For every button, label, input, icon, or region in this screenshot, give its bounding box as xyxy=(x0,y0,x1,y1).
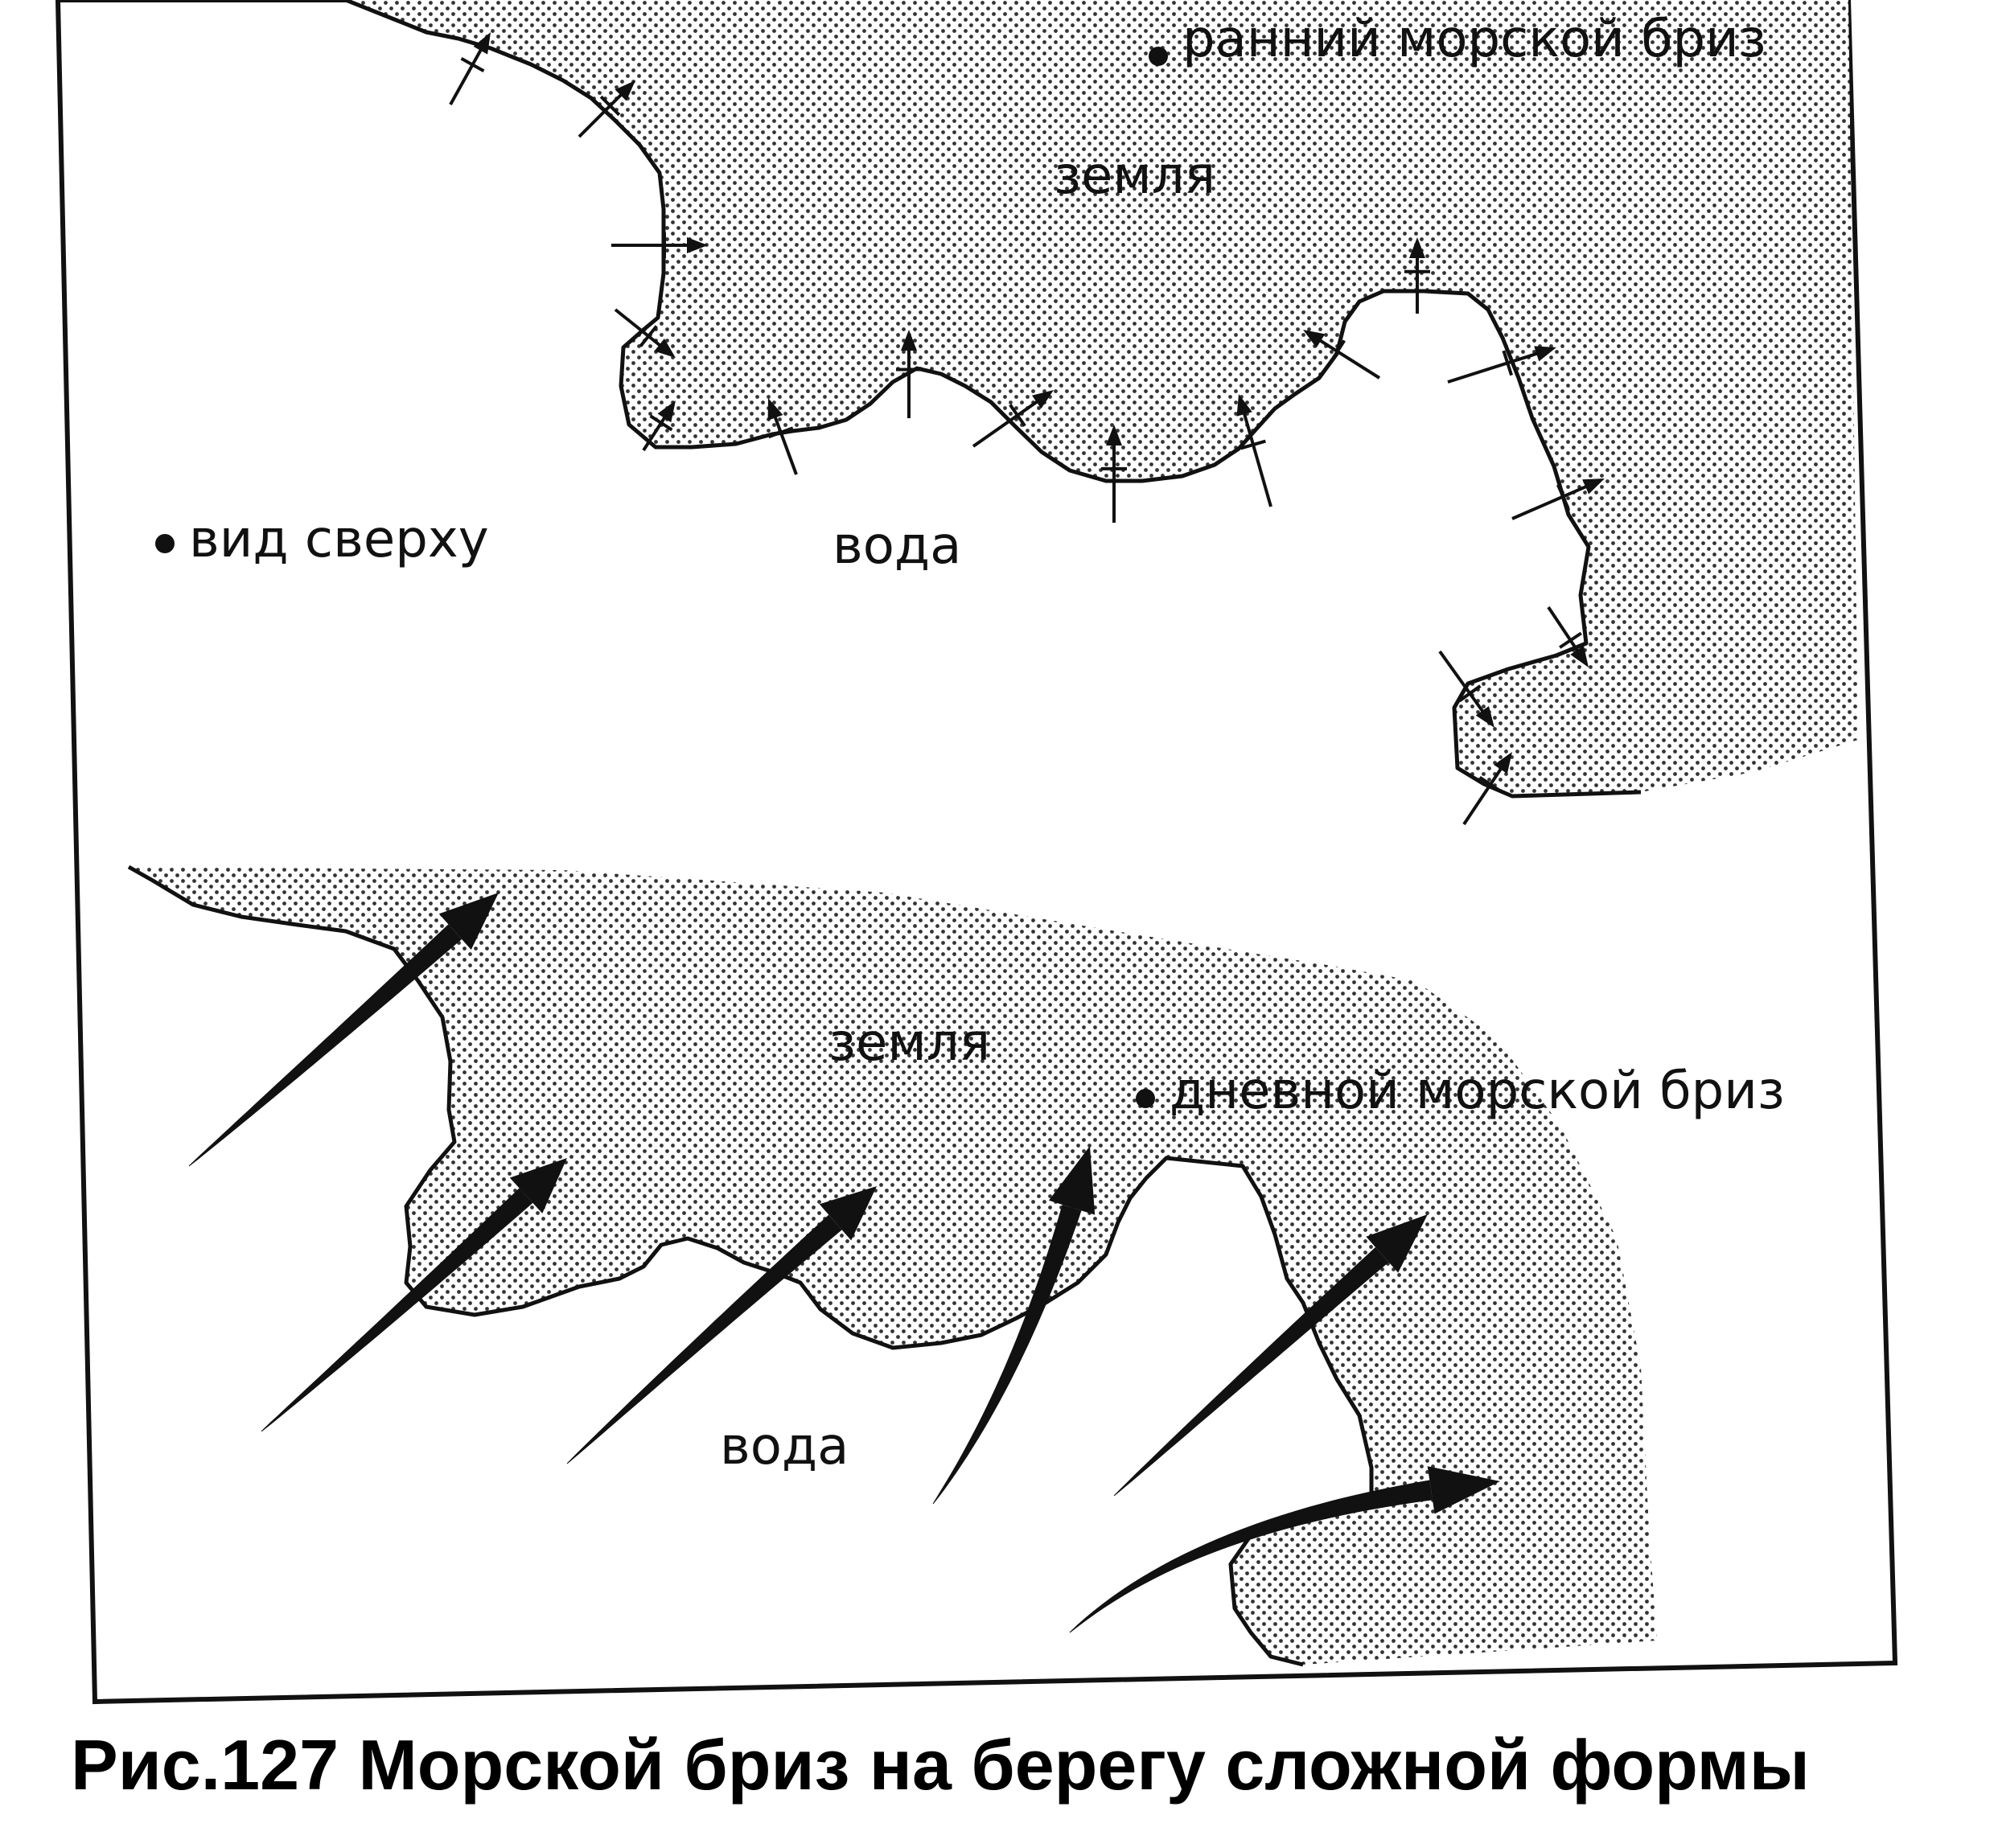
bottom-panel xyxy=(127,864,1657,1667)
daytime-breeze-label: дневной морской бриз xyxy=(1170,1062,1785,1121)
arrow-head xyxy=(657,400,676,423)
arrow-body xyxy=(1113,1246,1389,1497)
arrow-head xyxy=(1475,706,1494,728)
figure-caption: Рис.127 Морской бриз на берегу сложной ф… xyxy=(71,1725,1810,1805)
arrow-tick xyxy=(460,56,485,73)
arrow-shaft xyxy=(449,43,486,105)
early-breeze-arrow xyxy=(611,232,708,258)
arrow-shaft xyxy=(1438,650,1488,717)
early-breeze-arrow xyxy=(1438,650,1494,728)
early-breeze-label: ранний морской бриз xyxy=(1182,10,1766,69)
early-breeze-arrow xyxy=(449,32,491,105)
land-label-bottom: земля xyxy=(828,1013,990,1073)
arrow-tick xyxy=(1329,339,1346,363)
arrow-head xyxy=(473,32,491,55)
early-breeze-arrow xyxy=(1404,237,1430,314)
arrow-head xyxy=(1303,330,1326,348)
arrow-tick xyxy=(1009,404,1026,427)
bottom-coastline xyxy=(127,864,1374,1667)
arrow-tick xyxy=(768,426,794,439)
arrow-head xyxy=(1236,394,1252,417)
daytime-breeze-arrow xyxy=(188,893,499,1167)
arrow-head xyxy=(1031,390,1054,409)
arrow-head xyxy=(1366,1214,1428,1273)
arrow-body xyxy=(188,924,462,1167)
arrow-head xyxy=(1494,752,1512,774)
daytime-breeze-arrow xyxy=(1069,1466,1500,1633)
arrow-shaft xyxy=(771,411,798,475)
early-breeze-arrow xyxy=(614,308,676,358)
arrow-tick xyxy=(1458,684,1482,703)
daytime-breeze-arrow xyxy=(1113,1214,1428,1497)
view-label-bullet xyxy=(155,534,175,553)
daytime-breeze-arrows xyxy=(188,893,1500,1633)
arrow-body xyxy=(261,1188,533,1432)
early-breeze-arrow xyxy=(1447,346,1556,384)
arrow-shaft xyxy=(972,396,1043,448)
arrow-shaft xyxy=(1447,350,1544,384)
top-coastline xyxy=(345,0,1642,799)
arrow-head xyxy=(1570,645,1589,667)
arrow-head xyxy=(509,1158,567,1214)
water-label-bottom: вода xyxy=(720,1417,849,1476)
arrow-tick xyxy=(1478,775,1503,794)
arrow-shaft xyxy=(1462,762,1506,826)
arrow-head xyxy=(1048,1146,1096,1215)
early-breeze-arrow xyxy=(1462,752,1512,826)
daytime-breeze-arrow xyxy=(566,1186,877,1464)
arrow-shaft xyxy=(642,412,669,452)
breeze-label-bullet-bottom xyxy=(1136,1089,1155,1108)
arrow-head xyxy=(1534,346,1556,362)
water-label-top: вода xyxy=(832,516,961,576)
top-land-area xyxy=(346,0,1858,796)
early-breeze-arrow xyxy=(642,400,676,452)
arrow-shaft xyxy=(1241,407,1272,507)
early-breeze-arrow xyxy=(767,398,798,475)
arrow-tick xyxy=(599,95,621,117)
early-breeze-arrows xyxy=(449,32,1605,826)
arrow-tick xyxy=(1559,631,1582,649)
arrow-head xyxy=(438,893,499,951)
arrow-shaft xyxy=(614,308,666,351)
arrow-head xyxy=(1427,1466,1500,1514)
arrow-head xyxy=(901,330,917,351)
arrow-shaft xyxy=(1314,335,1381,380)
early-breeze-arrow xyxy=(1547,606,1589,667)
arrow-head xyxy=(1106,425,1122,446)
early-breeze-arrow xyxy=(896,330,922,418)
daytime-breeze-arrow xyxy=(261,1158,567,1432)
arrow-head xyxy=(819,1186,877,1241)
arrow-body xyxy=(566,1214,842,1464)
arrow-tick xyxy=(639,325,658,347)
daytime-breeze-arrow xyxy=(932,1146,1096,1505)
early-breeze-arrow xyxy=(1303,330,1381,380)
arrow-tick xyxy=(1502,350,1514,376)
arrow-shaft xyxy=(1511,483,1593,520)
arrow-head xyxy=(615,80,635,101)
arrow-tick xyxy=(1240,439,1266,450)
arrow-tick xyxy=(649,414,673,432)
arrow-shaft xyxy=(578,89,627,138)
arrow-head xyxy=(767,398,783,421)
breeze-label-bullet-top xyxy=(1149,47,1168,66)
early-breeze-arrow xyxy=(1101,425,1127,523)
arrow-tick xyxy=(1556,484,1570,509)
arrow-shaft xyxy=(1547,606,1582,657)
arrow-head xyxy=(654,338,676,358)
early-breeze-arrow xyxy=(578,80,635,138)
early-breeze-arrow xyxy=(1236,394,1272,507)
arrow-body xyxy=(1069,1480,1433,1633)
early-breeze-arrow xyxy=(1511,478,1605,520)
bottom-land-area xyxy=(129,867,1657,1665)
arrow-head xyxy=(687,237,708,253)
arrow-head xyxy=(1582,478,1605,495)
view-label: вид сверху xyxy=(189,510,489,569)
early-breeze-arrow xyxy=(972,390,1054,448)
top-panel xyxy=(345,0,1858,826)
arrow-body xyxy=(932,1205,1082,1505)
land-label-top: земля xyxy=(1054,146,1215,206)
arrow-head xyxy=(1409,237,1425,258)
